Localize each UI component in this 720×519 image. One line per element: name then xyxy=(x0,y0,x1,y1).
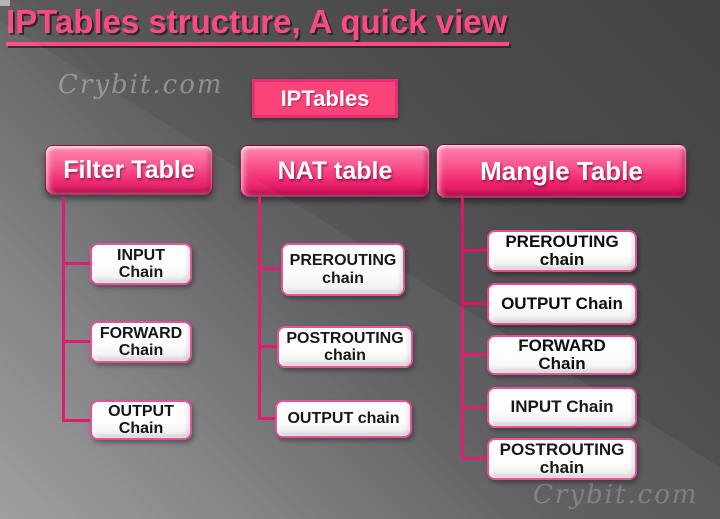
nat-output-chain-node: OUTPUT chain xyxy=(275,400,412,438)
filter-connector-stub-3 xyxy=(62,419,90,422)
filter-table-header-label: Filter Table xyxy=(63,155,195,184)
mangle-table-header: Mangle Table xyxy=(436,144,687,198)
slide-corner-artifact xyxy=(0,0,10,6)
nat-connector-stub-3 xyxy=(258,417,275,420)
filter-forward-chain-node: FORWARD Chain xyxy=(90,321,192,363)
mangle-connector-stub-1 xyxy=(461,249,487,252)
mangle-input-chain-node: INPUT Chain xyxy=(487,387,637,428)
mangle-postrouting-chain-label: POSTROUTING chain xyxy=(499,439,625,477)
mangle-table-header-label: Mangle Table xyxy=(480,155,643,186)
nat-connector-stub-2 xyxy=(258,345,277,348)
filter-forward-chain-label: FORWARD Chain xyxy=(99,324,183,359)
nat-table-header-label: NAT table xyxy=(277,156,393,185)
filter-input-chain-label: INPUT Chain xyxy=(117,246,165,281)
nat-prerouting-chain-label: PREROUTING chain xyxy=(289,252,397,287)
nat-connector-trunk xyxy=(258,197,261,420)
nat-table-header: NAT table xyxy=(240,145,430,197)
watermark-top: Crybit.com xyxy=(58,70,224,100)
iptables-root-box: IPTables xyxy=(252,79,398,118)
filter-connector-stub-1 xyxy=(62,262,90,265)
nat-postrouting-chain-label: POSTROUTING chain xyxy=(286,329,404,364)
mangle-prerouting-chain-node: PREROUTING chain xyxy=(487,230,637,272)
mangle-connector-stub-5 xyxy=(461,457,487,460)
mangle-output-chain-node: OUTPUT Chain xyxy=(487,283,637,325)
filter-output-chain-node: OUTPUT Chain xyxy=(90,400,192,440)
filter-connector-trunk xyxy=(62,197,65,422)
nat-connector-stub-1 xyxy=(258,267,281,270)
filter-connector-stub-2 xyxy=(62,340,90,343)
filter-output-chain-label: OUTPUT Chain xyxy=(108,402,174,437)
filter-table-header: Filter Table xyxy=(45,145,213,195)
mangle-forward-chain-label: FORWARD Chain xyxy=(518,335,606,373)
mangle-connector-trunk xyxy=(461,198,464,460)
mangle-forward-chain-node: FORWARD Chain xyxy=(487,335,637,375)
nat-postrouting-chain-node: POSTROUTING chain xyxy=(277,326,413,368)
mangle-output-chain-label: OUTPUT Chain xyxy=(501,293,623,313)
mangle-connector-stub-2 xyxy=(461,302,487,305)
mangle-connector-stub-4 xyxy=(461,406,487,409)
page-title: IPTables structure, A quick view xyxy=(6,3,510,46)
nat-output-chain-label: OUTPUT chain xyxy=(287,410,400,428)
watermark-bottom: Crybit.com xyxy=(533,480,699,510)
mangle-input-chain-label: INPUT Chain xyxy=(510,397,614,417)
mangle-postrouting-chain-node: POSTROUTING chain xyxy=(487,438,637,480)
nat-prerouting-chain-node: PREROUTING chain xyxy=(281,243,405,296)
mangle-connector-stub-3 xyxy=(461,353,487,356)
mangle-prerouting-chain-label: PREROUTING chain xyxy=(505,231,619,269)
filter-input-chain-node: INPUT Chain xyxy=(90,243,192,285)
iptables-root-label: IPTables xyxy=(280,85,370,111)
